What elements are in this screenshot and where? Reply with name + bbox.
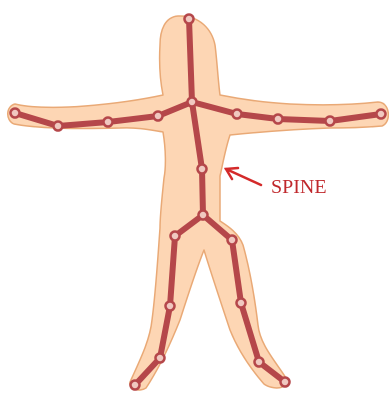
neck-bone xyxy=(189,19,192,102)
joint-left-ankle xyxy=(156,354,165,363)
joint-right-elbow xyxy=(274,115,283,124)
joint-left-foot xyxy=(131,381,140,390)
joint-right-wrist xyxy=(326,117,335,126)
joint-right-ankle xyxy=(255,358,264,367)
spine-label: SPINE xyxy=(271,176,327,198)
arrow-icon xyxy=(226,168,261,185)
joint-left-hip xyxy=(171,232,180,241)
joint-spine xyxy=(198,165,207,174)
joint-right-shoulder xyxy=(233,110,242,119)
joint-left-wrist xyxy=(54,122,63,131)
joint-hip-center xyxy=(199,211,208,220)
joint-head xyxy=(185,15,194,24)
joint-left-knee xyxy=(166,302,175,311)
joint-right-hip xyxy=(228,236,237,245)
joint-right-foot xyxy=(281,378,290,387)
joint-right-hand xyxy=(377,110,386,119)
joint-right-knee xyxy=(237,299,246,308)
joint-left-hand xyxy=(11,109,20,118)
body-silhouette xyxy=(8,16,389,390)
joint-left-shoulder xyxy=(154,112,163,121)
joint-left-elbow xyxy=(104,118,113,127)
joint-neck xyxy=(188,98,197,107)
